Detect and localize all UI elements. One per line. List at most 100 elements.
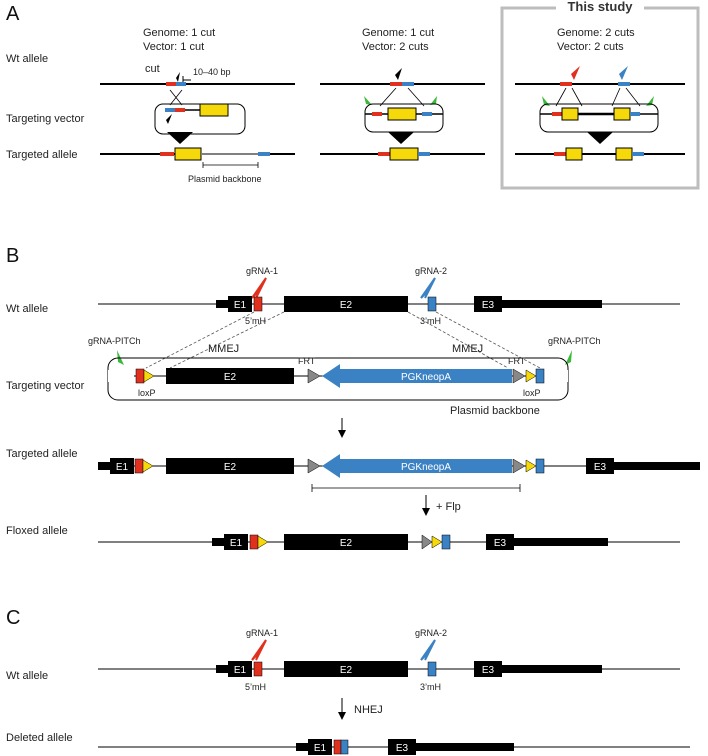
panel-b: B Wt allele Targeting vector Targeted al… bbox=[6, 245, 700, 550]
b-vec-3mh bbox=[535, 368, 545, 384]
b-tgt-e3-label: E3 bbox=[594, 462, 607, 473]
b-vec-frt-right bbox=[512, 368, 526, 384]
b-vec-neo-label: PGKneopA bbox=[401, 372, 451, 383]
b-tgt-exon-2 bbox=[166, 458, 294, 474]
b-tgt-exon-1 bbox=[110, 458, 134, 474]
b-wt-exon-1 bbox=[228, 296, 252, 312]
plasmid-backbone-label: Plasmid backbone bbox=[188, 174, 262, 184]
col3-targeted-cassette-left bbox=[565, 147, 583, 161]
col3-red-cut-icon bbox=[571, 66, 580, 80]
b-vec-e2-label: E2 bbox=[224, 372, 237, 383]
c-grna-2-label: gRNA-2 bbox=[415, 628, 447, 638]
panel-a-label: A bbox=[6, 3, 20, 25]
panel-a-col2: Genome: 1 cut Vector: 2 cuts bbox=[320, 27, 485, 161]
c-del-e1-label: E1 bbox=[314, 743, 327, 754]
b-vec-loxp-right bbox=[525, 369, 537, 383]
c-grna-1-label: gRNA-1 bbox=[246, 628, 278, 638]
panel-a-wt-label: Wt allele bbox=[6, 53, 48, 65]
this-study-title: This study bbox=[567, 0, 633, 14]
b-wt-3mh bbox=[427, 296, 437, 312]
b-flox-e2-label: E2 bbox=[340, 538, 353, 549]
b-vec-pgkneopa bbox=[322, 364, 512, 388]
grna-2-label: gRNA-2 bbox=[415, 266, 447, 276]
col3-down-arrow bbox=[587, 132, 613, 144]
b-tgt-pgkneopa bbox=[322, 454, 512, 478]
grna-2-cut-icon bbox=[420, 277, 436, 299]
mmej-left-label: MMEJ bbox=[208, 343, 239, 355]
c-wt-exon-1 bbox=[228, 661, 252, 677]
col3-vector-plasmid bbox=[539, 103, 659, 133]
nhej-label: NHEJ bbox=[354, 704, 383, 716]
panel-b-vector-label: Targeting vector bbox=[6, 380, 85, 392]
b-tgt-e2-label: E2 bbox=[224, 462, 237, 473]
b-wt-5mh bbox=[253, 296, 263, 312]
b-flox-exon-1 bbox=[224, 534, 248, 550]
grna-pitch-left-label: gRNA-PITCh bbox=[88, 336, 141, 346]
c-5mh-label: 5’mH bbox=[245, 682, 266, 692]
col2-genome-text: Genome: 1 cut bbox=[362, 27, 434, 39]
b-plasmid-backbone-label: Plasmid backbone bbox=[450, 405, 540, 417]
panel-a: A Wt allele Targeting vector Targeted al… bbox=[6, 0, 700, 190]
col2-green-cut-right-icon bbox=[430, 96, 437, 105]
col1-genome-text: Genome: 1 cut bbox=[143, 27, 215, 39]
loxp-left-label: loxP bbox=[138, 388, 156, 398]
mmej-right-label: MMEJ bbox=[452, 343, 483, 355]
col1-vec-blue bbox=[165, 108, 175, 112]
col3-cassette-left bbox=[561, 107, 579, 121]
panel-c-label: C bbox=[6, 607, 20, 629]
panel-b-label: B bbox=[6, 245, 19, 267]
b-tgt-neo-label: PGKneopA bbox=[401, 462, 451, 473]
col1-wt-blue-homology bbox=[176, 82, 186, 86]
col3-vector-text: Vector: 2 cuts bbox=[557, 41, 624, 53]
grna-pitch-right-label: gRNA-PITCh bbox=[548, 336, 601, 346]
c-del-exon-1 bbox=[308, 739, 332, 755]
panel-c-wt-label: Wt allele bbox=[6, 670, 48, 682]
b-wt-e2-label: E2 bbox=[340, 300, 353, 311]
b-wt-exon-3 bbox=[474, 296, 502, 312]
c-wt-e1-label: E1 bbox=[234, 665, 247, 676]
col1-vector-text: Vector: 1 cut bbox=[143, 41, 204, 53]
bp-label: 10–40 bp bbox=[193, 67, 231, 77]
col1-cross-2 bbox=[169, 89, 183, 106]
b-wt-exon-2 bbox=[284, 296, 408, 312]
col1-vector-cut-icon bbox=[166, 114, 172, 124]
frt-right-label: FRT bbox=[508, 356, 526, 366]
col1-targeted-cassette bbox=[174, 147, 202, 161]
col3-genome-text: Genome: 2 cuts bbox=[557, 27, 635, 39]
panel-a-targeted-label: Targeted allele bbox=[6, 149, 78, 161]
panel-b-targeted-label: Targeted allele bbox=[6, 448, 78, 460]
panel-a-col3: This study Genome: 2 cuts Vector: 2 cuts bbox=[500, 0, 700, 190]
panel-b-floxed-label: Floxed allele bbox=[6, 525, 68, 537]
panel-c-deleted-label: Deleted allele bbox=[6, 732, 73, 744]
cut-label: cut bbox=[145, 63, 160, 75]
col1-down-arrow bbox=[167, 132, 193, 144]
col2-cut-icon bbox=[395, 68, 402, 80]
col2-vector-text: Vector: 2 cuts bbox=[362, 41, 429, 53]
col1-cassette bbox=[199, 103, 229, 117]
c-wt-e2-label: E2 bbox=[340, 665, 353, 676]
c-wt-exon-3 bbox=[474, 661, 502, 677]
panel-a-vector-label: Targeting vector bbox=[6, 113, 85, 125]
cut-icon bbox=[176, 72, 180, 82]
c-grna-2-cut-icon bbox=[420, 639, 436, 661]
b-tgt-e1-label: E1 bbox=[116, 462, 129, 473]
frt-left-label: FRT bbox=[298, 356, 316, 366]
b-wt-e3-label: E3 bbox=[482, 300, 495, 311]
b-flox-e1-label: E1 bbox=[230, 538, 243, 549]
col2-green-cut-left-icon bbox=[364, 96, 372, 105]
panel-a-col1: Genome: 1 cut Vector: 1 cut cut 10–40 bp bbox=[100, 27, 295, 184]
col3-targeted-cassette-right bbox=[615, 147, 633, 161]
b-vec-frt-left bbox=[307, 368, 321, 384]
col3-blue-cut-icon bbox=[619, 66, 628, 80]
col3-cassette-right bbox=[613, 107, 631, 121]
b-flox-exon-2 bbox=[284, 534, 408, 550]
b-flox-e3-label: E3 bbox=[494, 538, 507, 549]
b-tgt-exon-3 bbox=[586, 458, 614, 474]
flp-label: + Flp bbox=[436, 501, 461, 513]
b-vec-5mh bbox=[135, 368, 145, 384]
b-3mh-label: 3’mH bbox=[420, 316, 441, 326]
loxp-right-label: loxP bbox=[523, 388, 541, 398]
c-grna-1-cut-icon bbox=[251, 639, 267, 661]
c-wt-exon-2 bbox=[284, 661, 408, 677]
